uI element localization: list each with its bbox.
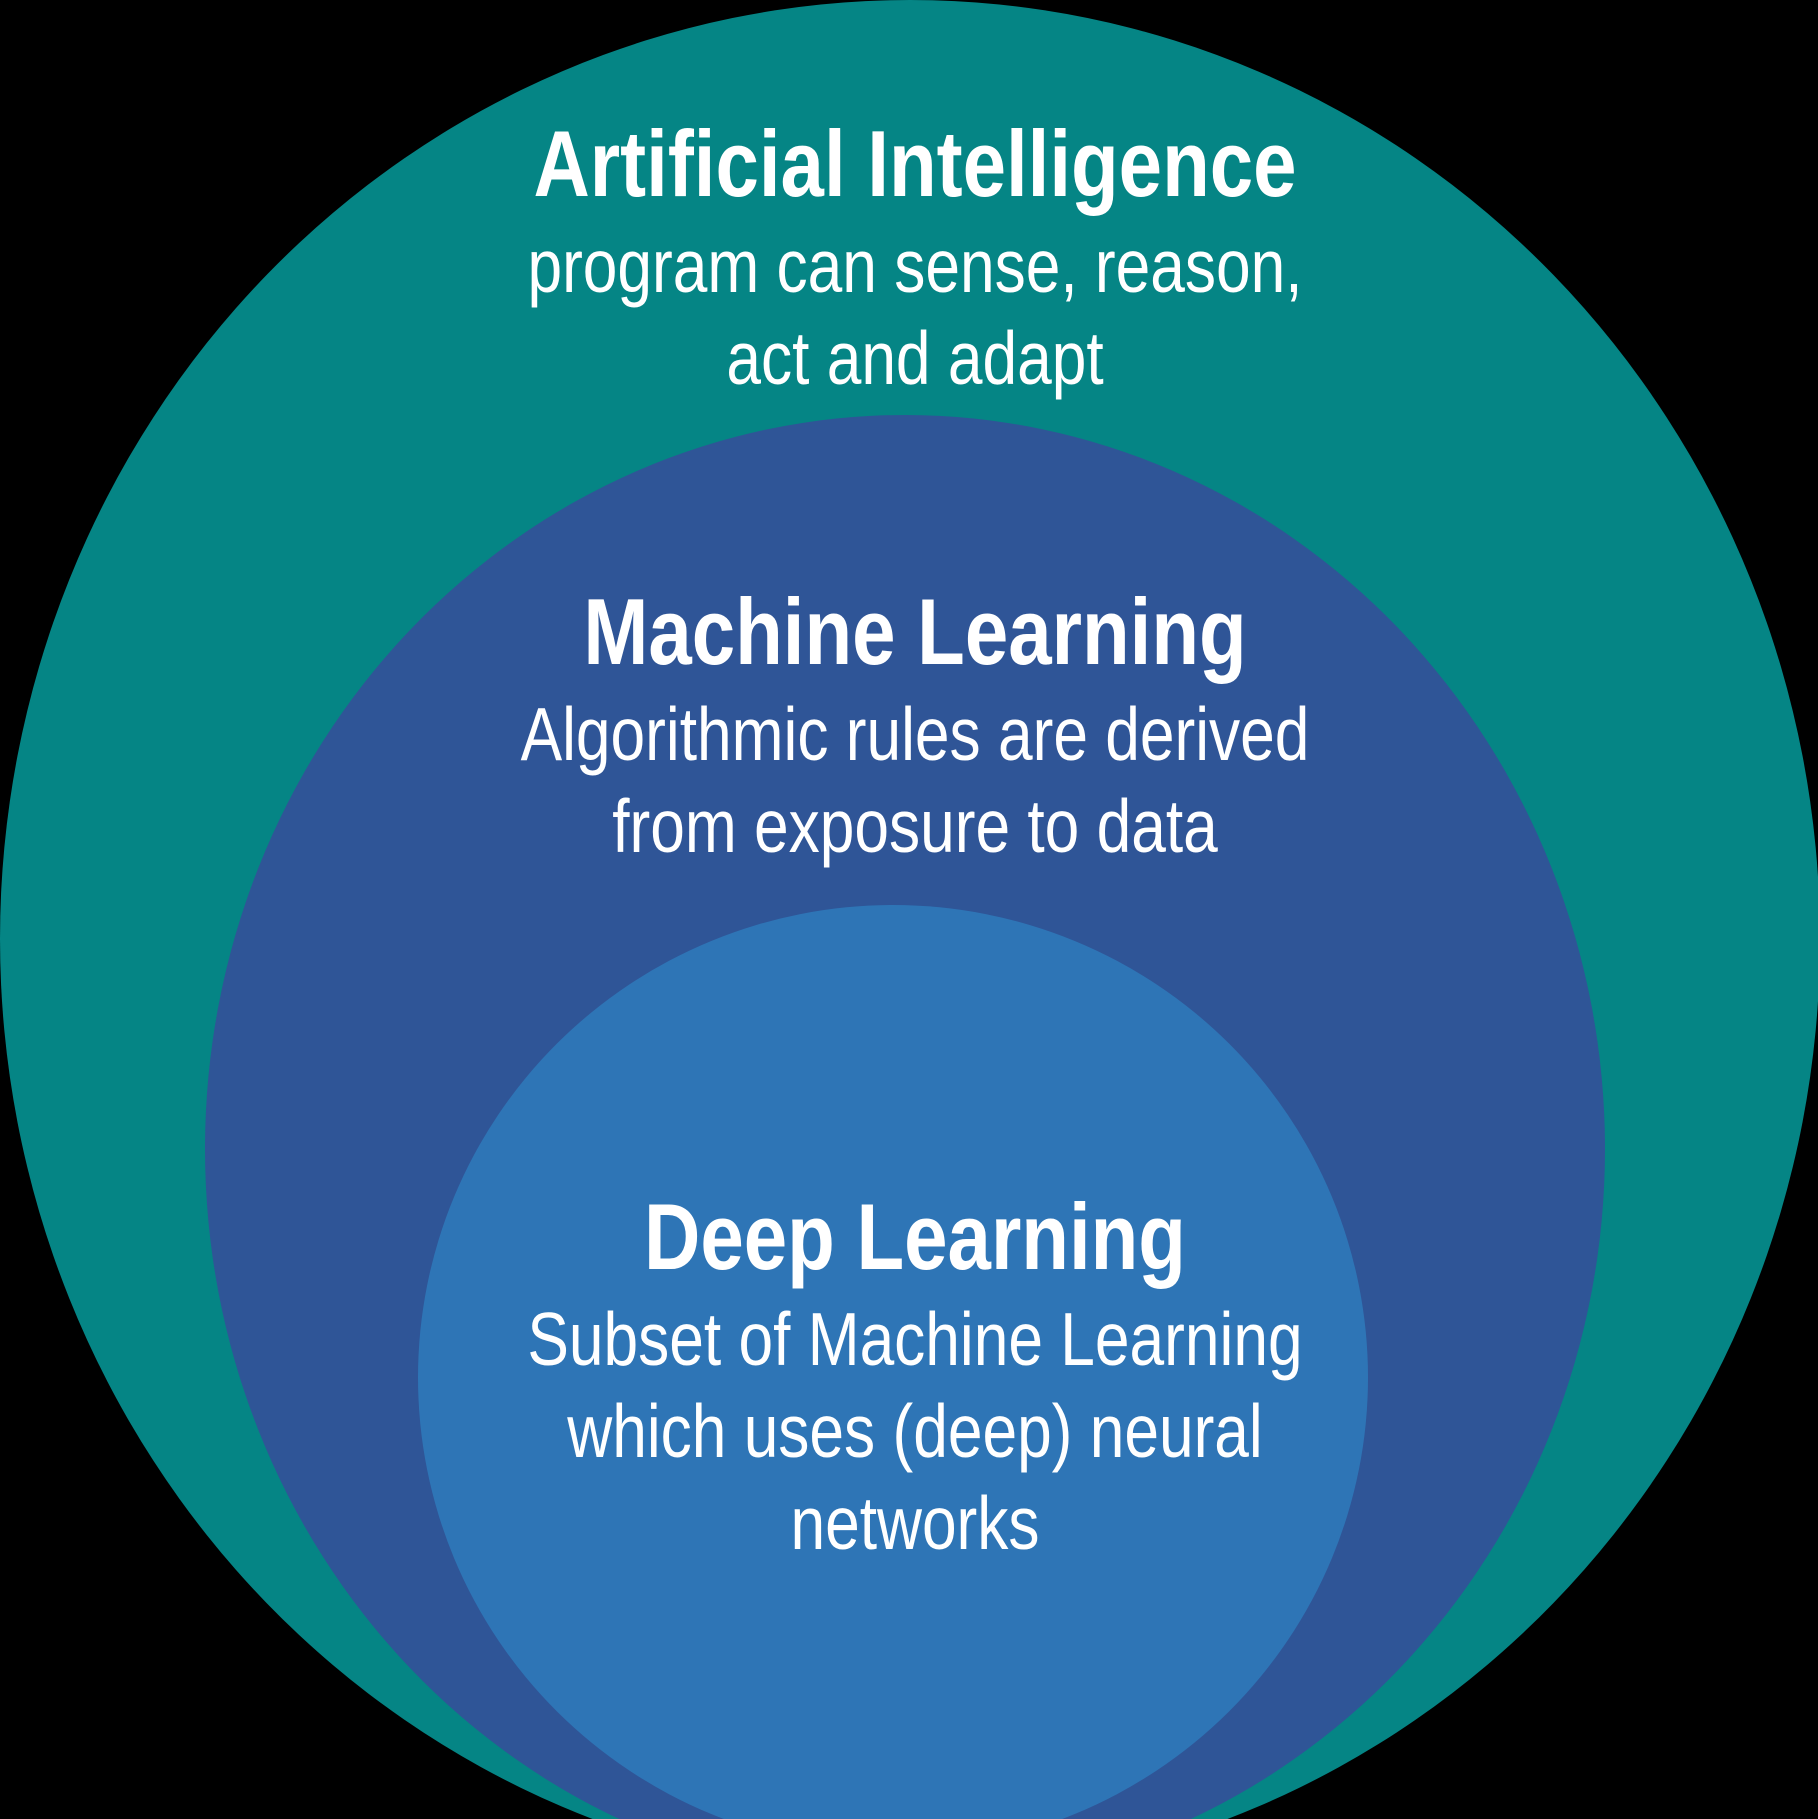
artificial-intelligence-label: Artificial Intelligence program can sens…: [417, 108, 1413, 404]
artificial-intelligence-title: Artificial Intelligence: [533, 111, 1297, 216]
deep-learning-circle: [418, 905, 1368, 1819]
deep-learning-desc-line-3: networks: [790, 1481, 1040, 1565]
deep-learning-desc-line-1: Subset of Machine Learning: [527, 1297, 1303, 1381]
machine-learning-title: Machine Learning: [583, 579, 1247, 684]
deep-learning-label: Deep Learning Subset of Machine Learning…: [417, 1181, 1413, 1569]
deep-learning-title: Deep Learning: [644, 1184, 1186, 1289]
machine-learning-label: Machine Learning Algorithmic rules are d…: [417, 576, 1413, 872]
machine-learning-desc-line-1: Algorithmic rules are derived: [520, 692, 1310, 776]
machine-learning-desc-line-2: from exposure to data: [612, 784, 1218, 868]
artificial-intelligence-desc-line-1: program can sense, reason,: [527, 224, 1303, 308]
deep-learning-desc-line-2: which uses (deep) neural: [567, 1389, 1263, 1473]
artificial-intelligence-desc-line-2: act and adapt: [726, 316, 1104, 400]
